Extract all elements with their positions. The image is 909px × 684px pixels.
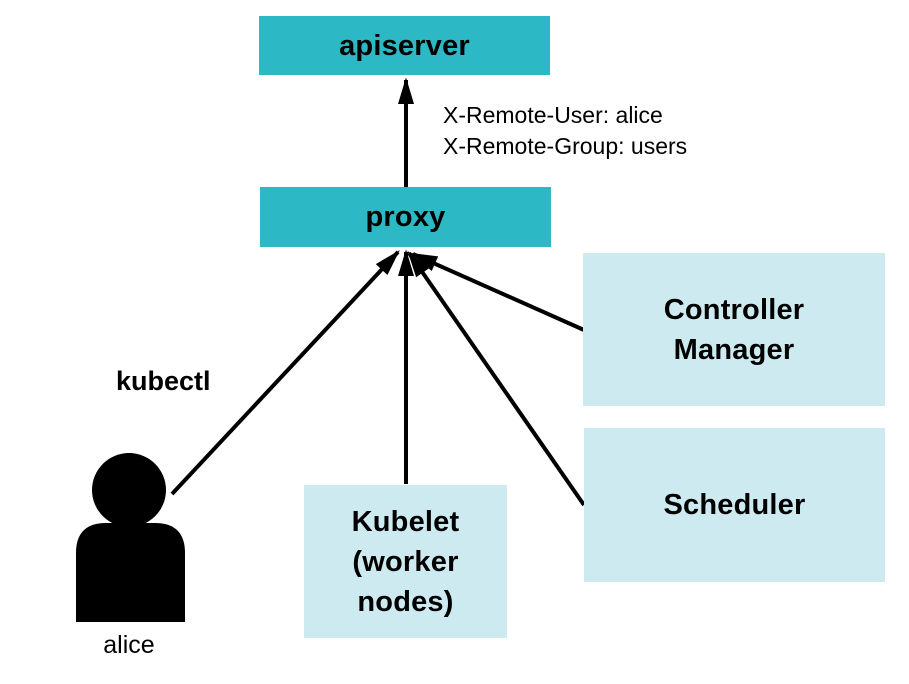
user-name-label: alice (103, 631, 155, 659)
arrow-user-to-proxy (170, 250, 400, 496)
node-apiserver-label: apiserver (339, 29, 470, 62)
node-proxy: proxy (260, 187, 551, 247)
arrow-scheduler-to-proxy (407, 250, 586, 507)
node-kubelet: Kubelet (worker nodes) (304, 485, 507, 638)
node-kubelet-label: Kubelet (worker nodes) (351, 505, 460, 618)
node-apiserver: apiserver (259, 16, 550, 75)
remote-headers-annotation: X-Remote-User: alice X-Remote-Group: use… (443, 100, 687, 162)
node-controller-manager: Controller Manager (583, 253, 885, 406)
remote-group-header: X-Remote-Group: users (443, 133, 688, 159)
node-scheduler-label: Scheduler (663, 489, 806, 521)
kubectl-label: kubectl (116, 366, 211, 396)
node-proxy-label: proxy (365, 201, 446, 233)
user-icon (76, 453, 185, 622)
node-controller-manager-label: Controller Manager (663, 293, 805, 366)
node-scheduler: Scheduler (584, 428, 885, 582)
remote-user-header: X-Remote-User: alice (443, 102, 663, 128)
arrow-controller-manager-to-proxy (410, 252, 585, 332)
